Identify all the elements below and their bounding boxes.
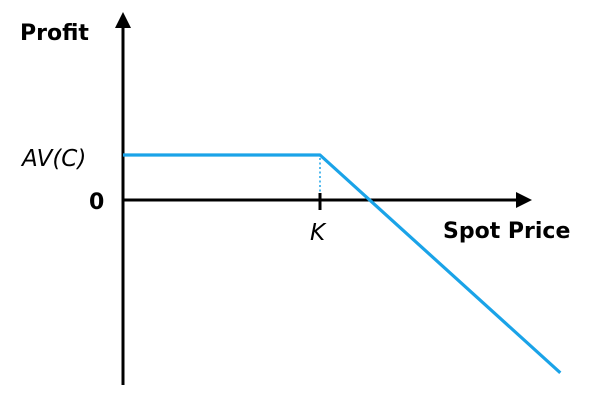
y-tick-label-zero: 0: [89, 190, 104, 215]
y-axis-label: Profit: [20, 21, 89, 46]
x-axis-arrowhead: [516, 192, 532, 208]
x-tick-label-k: K: [310, 220, 327, 246]
y-tick-label-av: AV(C): [20, 146, 86, 172]
y-axis-arrowhead: [115, 12, 131, 28]
payoff-series-line: [123, 153, 562, 374]
x-axis-label: Spot Price: [443, 219, 570, 244]
